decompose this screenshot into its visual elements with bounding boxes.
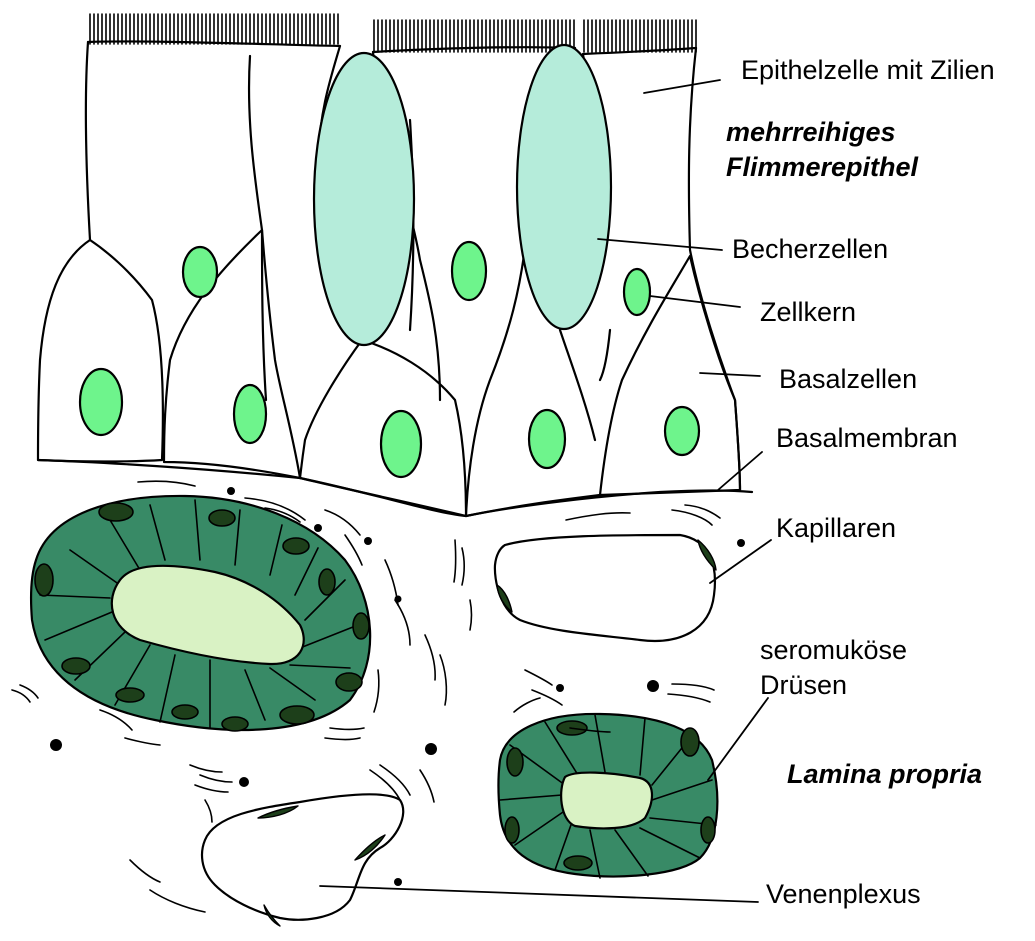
gland-nucleus bbox=[222, 717, 248, 731]
cell-border-extra bbox=[560, 330, 610, 440]
leader-becherzellen bbox=[598, 239, 722, 250]
gland-nucleus bbox=[62, 658, 90, 674]
gland-nucleus bbox=[35, 564, 53, 596]
gland-nucleus bbox=[507, 748, 523, 776]
gland-nucleus bbox=[681, 728, 699, 756]
gland-nucleus bbox=[319, 569, 335, 595]
cilia bbox=[90, 14, 696, 52]
gland-small bbox=[499, 714, 718, 878]
leader-epithelzelle bbox=[644, 80, 720, 93]
label-becherzellen: Becherzellen bbox=[732, 235, 888, 265]
gland-nucleus bbox=[209, 510, 235, 526]
label-seromukoese: seromuköse bbox=[760, 636, 907, 666]
label-lamina-propria: Lamina propria bbox=[787, 760, 982, 790]
venous-plexus-vessel bbox=[202, 794, 403, 919]
capillary bbox=[495, 535, 715, 641]
label-zellkern: Zellkern bbox=[760, 298, 856, 328]
basal-cell-5 bbox=[600, 256, 740, 495]
nucleus bbox=[183, 247, 217, 297]
gland-nucleus bbox=[505, 817, 519, 843]
gland-nucleus bbox=[99, 503, 133, 521]
nucleus bbox=[624, 269, 650, 315]
gland-nucleus bbox=[280, 706, 314, 724]
ciliated-cell-1 bbox=[86, 42, 90, 240]
gland-nucleus bbox=[172, 705, 198, 719]
goblet-cell-left bbox=[314, 53, 414, 345]
label-basalmembran: Basalmembran bbox=[776, 424, 958, 454]
label-mehrreihiges: mehrreihiges bbox=[726, 118, 896, 148]
label-basalzellen: Basalzellen bbox=[779, 365, 917, 395]
nucleus bbox=[80, 369, 122, 435]
gland-small-lumen bbox=[561, 773, 652, 829]
gland-nucleus bbox=[283, 538, 309, 554]
label-druesen: Drüsen bbox=[760, 671, 847, 701]
gland-nucleus bbox=[564, 856, 592, 870]
nucleus bbox=[381, 411, 421, 477]
leader-venenplexus bbox=[320, 886, 758, 902]
gland-nucleus bbox=[336, 673, 362, 691]
nucleus bbox=[665, 407, 699, 455]
label-kapillaren: Kapillaren bbox=[776, 514, 896, 544]
label-flimmerepithel: Flimmerepithel bbox=[726, 153, 918, 183]
ciliated-cell-2 bbox=[249, 56, 266, 400]
leader-basalzellen bbox=[700, 373, 760, 376]
gland-nucleus bbox=[116, 688, 144, 702]
goblet-cell-right bbox=[517, 45, 611, 329]
gland-nucleus bbox=[353, 613, 369, 639]
nucleus bbox=[452, 242, 486, 300]
nucleus bbox=[234, 385, 266, 443]
label-epithelzelle: Epithelzelle mit Zilien bbox=[741, 56, 995, 86]
nucleus bbox=[529, 410, 565, 468]
gland-nucleus bbox=[701, 817, 715, 843]
label-venenplexus: Venenplexus bbox=[766, 880, 921, 910]
leader-druesen bbox=[708, 698, 768, 780]
